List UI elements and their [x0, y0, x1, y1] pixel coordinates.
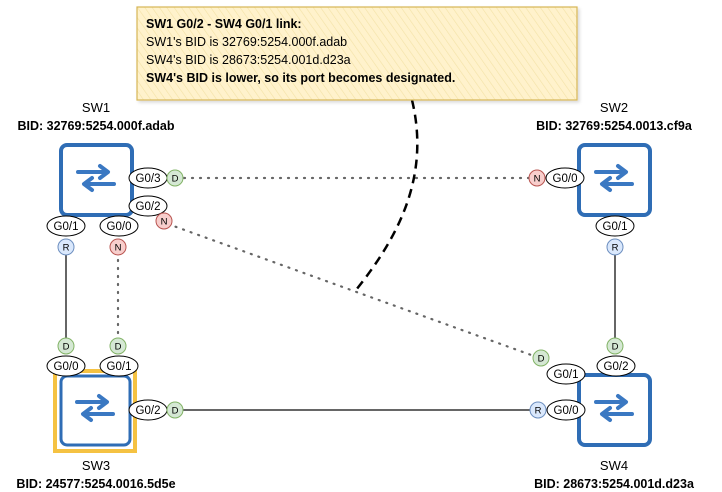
svg-text:G0/0: G0/0	[54, 361, 79, 373]
switch-body[interactable]	[59, 374, 132, 447]
explanation-callout: SW1 G0/2 - SW4 G0/1 link: SW1's BID is 3…	[136, 6, 578, 291]
svg-text:G0/0: G0/0	[554, 405, 579, 417]
switch-body[interactable]	[59, 143, 134, 217]
switch-name: SW2	[600, 100, 628, 115]
svg-text:G0/0: G0/0	[553, 173, 578, 185]
port-sw1-g03[interactable]: G0/3	[128, 167, 168, 189]
switch-arrows-icon	[594, 394, 634, 422]
svg-text:G0/2: G0/2	[604, 361, 629, 373]
svg-text:R: R	[63, 243, 70, 254]
switch-body[interactable]	[577, 373, 652, 447]
switch-sw2[interactable]: SW2 BID: 32769:5254.0013.cf9a	[536, 100, 693, 217]
role-badge-nondesignated: N	[528, 169, 546, 187]
role-badge-designated: D	[166, 401, 184, 419]
svg-text:D: D	[612, 342, 619, 353]
svg-text:N: N	[115, 243, 122, 254]
port-sw1-g00[interactable]: G0/0	[99, 215, 139, 237]
svg-text:G0/2: G0/2	[136, 405, 161, 417]
bridge-id: BID: 32769:5254.000f.adab	[17, 119, 174, 133]
svg-text:G0/1: G0/1	[603, 221, 628, 233]
role-badge-designated: D	[109, 337, 127, 355]
note-line-sw4-bid: SW4's BID is 28673:5254.001d.d23a	[146, 53, 351, 67]
bridge-id: BID: 28673:5254.001d.d23a	[534, 477, 695, 491]
role-badge-designated: D	[166, 169, 184, 187]
role-badge-root: R	[529, 401, 547, 419]
switch-name: SW3	[82, 458, 110, 473]
svg-text:D: D	[538, 354, 545, 365]
role-badge-root: R	[57, 238, 75, 256]
port-sw4-g00[interactable]: G0/0	[546, 399, 586, 421]
svg-text:D: D	[172, 174, 179, 185]
port-sw4-g01[interactable]: G0/1	[546, 363, 586, 385]
role-badge-nondesignated: N	[155, 212, 173, 230]
port-labels: G0/3 G0/2 G0/1 G0/0 G0/0 G0/1 G0/0 G0/1 …	[46, 167, 636, 421]
links	[65, 176, 616, 411]
port-sw1-g02[interactable]: G0/2	[128, 195, 168, 217]
svg-text:N: N	[534, 174, 541, 185]
role-badge-designated: D	[57, 337, 75, 355]
svg-text:G0/1: G0/1	[107, 361, 132, 373]
svg-text:D: D	[63, 342, 70, 353]
note-line-sw1-bid: SW1's BID is 32769:5254.000f.adab	[146, 35, 347, 49]
callout-pointer	[355, 99, 419, 291]
switch-name: SW4	[600, 458, 628, 473]
port-role-badges: D N R N N R D D D D D R	[57, 169, 624, 419]
svg-text:G0/2: G0/2	[136, 201, 161, 213]
role-badge-designated: D	[532, 349, 550, 367]
svg-text:G0/1: G0/1	[554, 369, 579, 381]
switch-name: SW1	[82, 100, 110, 115]
switch-arrows-icon	[75, 394, 115, 422]
note-conclusion: SW4's BID is lower, so its port becomes …	[146, 71, 455, 85]
role-badge-nondesignated: N	[109, 238, 127, 256]
svg-text:R: R	[535, 406, 542, 417]
note-box	[136, 6, 578, 101]
role-badge-designated: D	[606, 337, 624, 355]
svg-text:D: D	[172, 406, 179, 417]
switch-body[interactable]	[577, 143, 652, 217]
link-sw1-g02-sw4-g01	[166, 222, 536, 358]
switch-arrows-icon	[76, 164, 116, 192]
bridge-id: BID: 24577:5254.0016.5d5e	[16, 477, 175, 491]
switch-sw4[interactable]: SW4 BID: 28673:5254.001d.d23a	[534, 373, 695, 491]
switch-sw3[interactable]: SW3 BID: 24577:5254.0016.5d5e	[16, 369, 176, 491]
switch-arrows-icon	[594, 164, 634, 192]
port-sw2-g00[interactable]: G0/0	[545, 167, 585, 189]
port-sw2-g01[interactable]: G0/1	[595, 215, 635, 237]
bridge-id: BID: 32769:5254.0013.cf9a	[536, 119, 693, 133]
port-sw3-g01[interactable]: G0/1	[99, 355, 139, 377]
svg-text:D: D	[115, 342, 122, 353]
port-sw1-g01[interactable]: G0/1	[46, 215, 86, 237]
svg-text:G0/0: G0/0	[107, 221, 132, 233]
svg-text:R: R	[612, 243, 619, 254]
port-sw3-g00[interactable]: G0/0	[46, 355, 86, 377]
note-title: SW1 G0/2 - SW4 G0/1 link:	[146, 17, 302, 31]
port-sw4-g02[interactable]: G0/2	[596, 355, 636, 377]
svg-text:G0/1: G0/1	[54, 221, 79, 233]
port-sw3-g02[interactable]: G0/2	[128, 399, 168, 421]
svg-text:G0/3: G0/3	[136, 173, 161, 185]
svg-text:N: N	[161, 217, 168, 228]
role-badge-root: R	[606, 238, 624, 256]
switch-sw1[interactable]: SW1 BID: 32769:5254.000f.adab	[17, 100, 175, 217]
